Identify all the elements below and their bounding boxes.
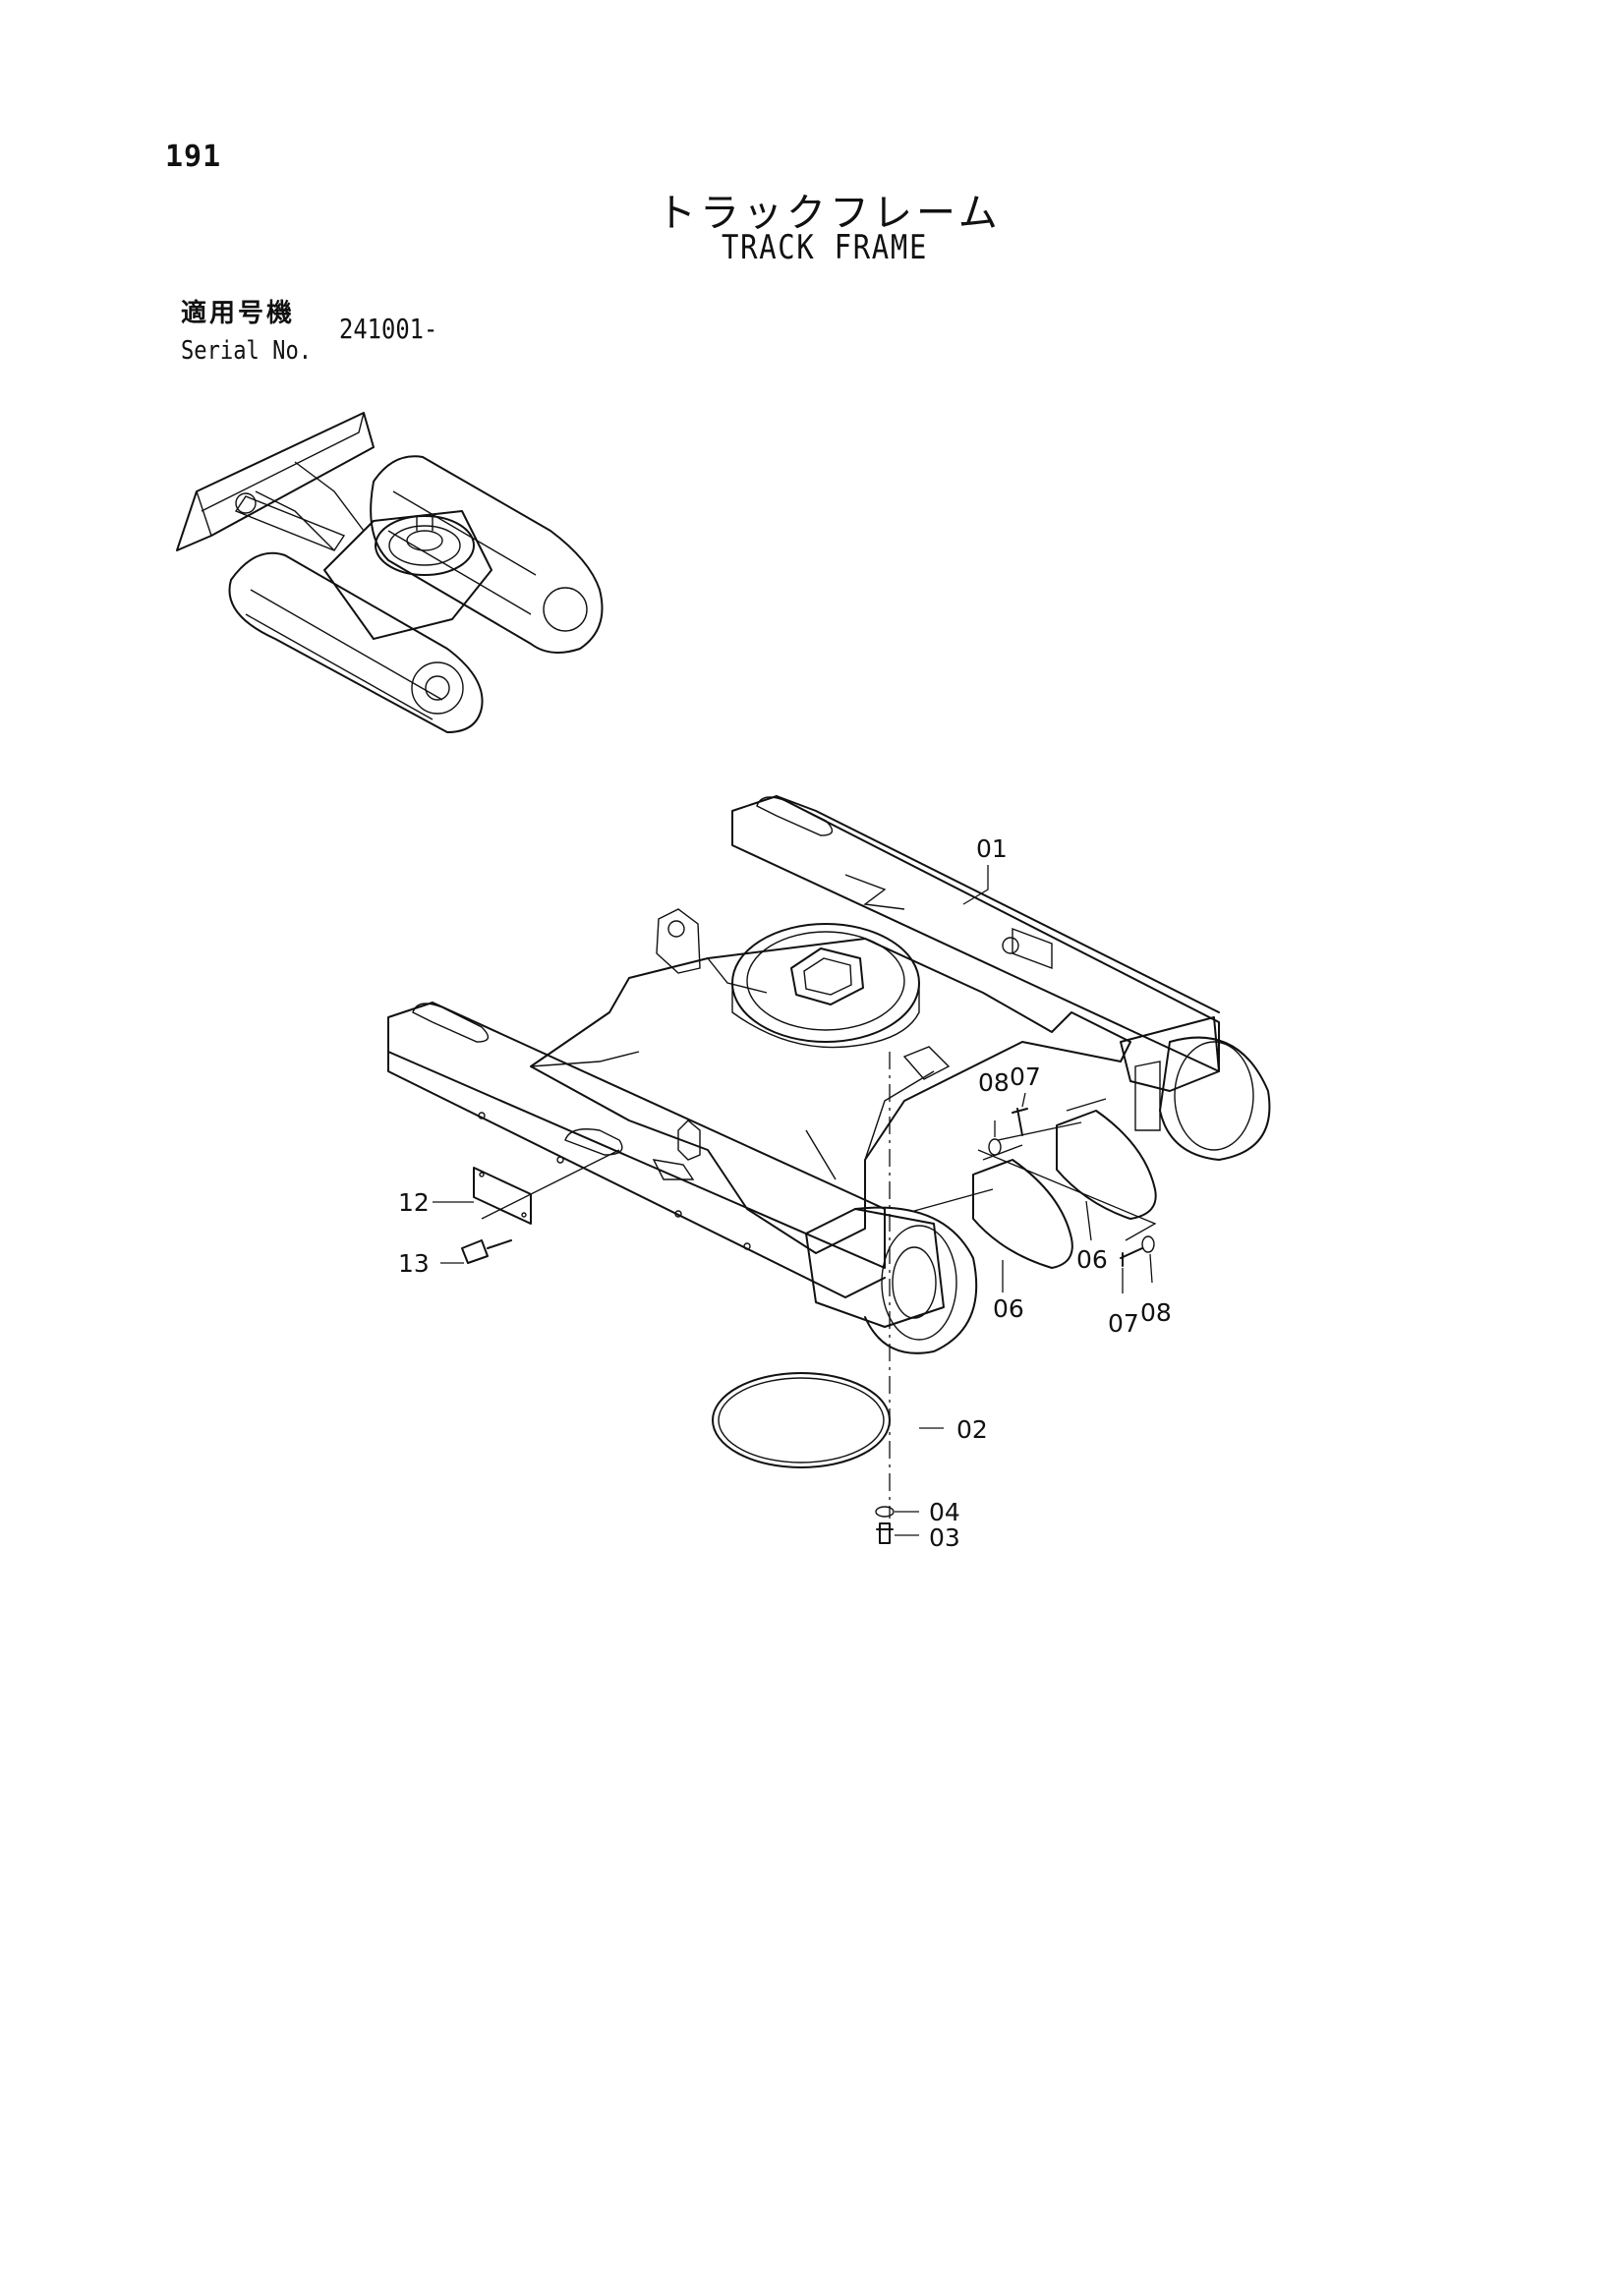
callout-08-upper: 08 xyxy=(978,1068,1010,1097)
plate-12 xyxy=(473,1167,532,1225)
track-frame-main-part xyxy=(387,795,1271,1354)
page-title-japanese: トラックフレーム xyxy=(657,191,1002,236)
page-title-english: TRACK FRAME xyxy=(722,228,929,267)
cover-06-front xyxy=(972,1159,1073,1269)
bolt-07-upper xyxy=(1012,1108,1028,1136)
overview-undercarriage-illustration xyxy=(176,412,604,733)
page-number: 191 xyxy=(165,140,222,174)
washer-08-upper xyxy=(988,1138,1002,1156)
callout-07-upper: 07 xyxy=(1010,1062,1041,1091)
serial-label-japanese: 適用号機 xyxy=(181,299,296,328)
callout-08-lower: 08 xyxy=(1140,1298,1172,1327)
callout-01: 01 xyxy=(976,834,1008,863)
cover-06-rear xyxy=(1056,1110,1157,1220)
cover-plate-02 xyxy=(712,1372,891,1468)
callout-07-lower: 07 xyxy=(1108,1309,1139,1338)
washer-04 xyxy=(875,1506,895,1518)
washer-08-lower xyxy=(1141,1235,1155,1253)
bolt-03 xyxy=(876,1522,894,1544)
callout-12: 12 xyxy=(398,1188,430,1217)
serial-number-value: 241001- xyxy=(339,313,438,345)
callout-04: 04 xyxy=(929,1498,960,1526)
bolt-07-lower xyxy=(1120,1247,1143,1267)
bolt-13 xyxy=(461,1239,512,1264)
callout-06-front: 06 xyxy=(993,1294,1024,1323)
callout-02: 02 xyxy=(956,1415,988,1444)
callout-13: 13 xyxy=(398,1249,430,1278)
callout-03: 03 xyxy=(929,1523,960,1552)
serial-label-english: Serial No. xyxy=(181,336,313,366)
callout-06-rear: 06 xyxy=(1076,1245,1108,1274)
